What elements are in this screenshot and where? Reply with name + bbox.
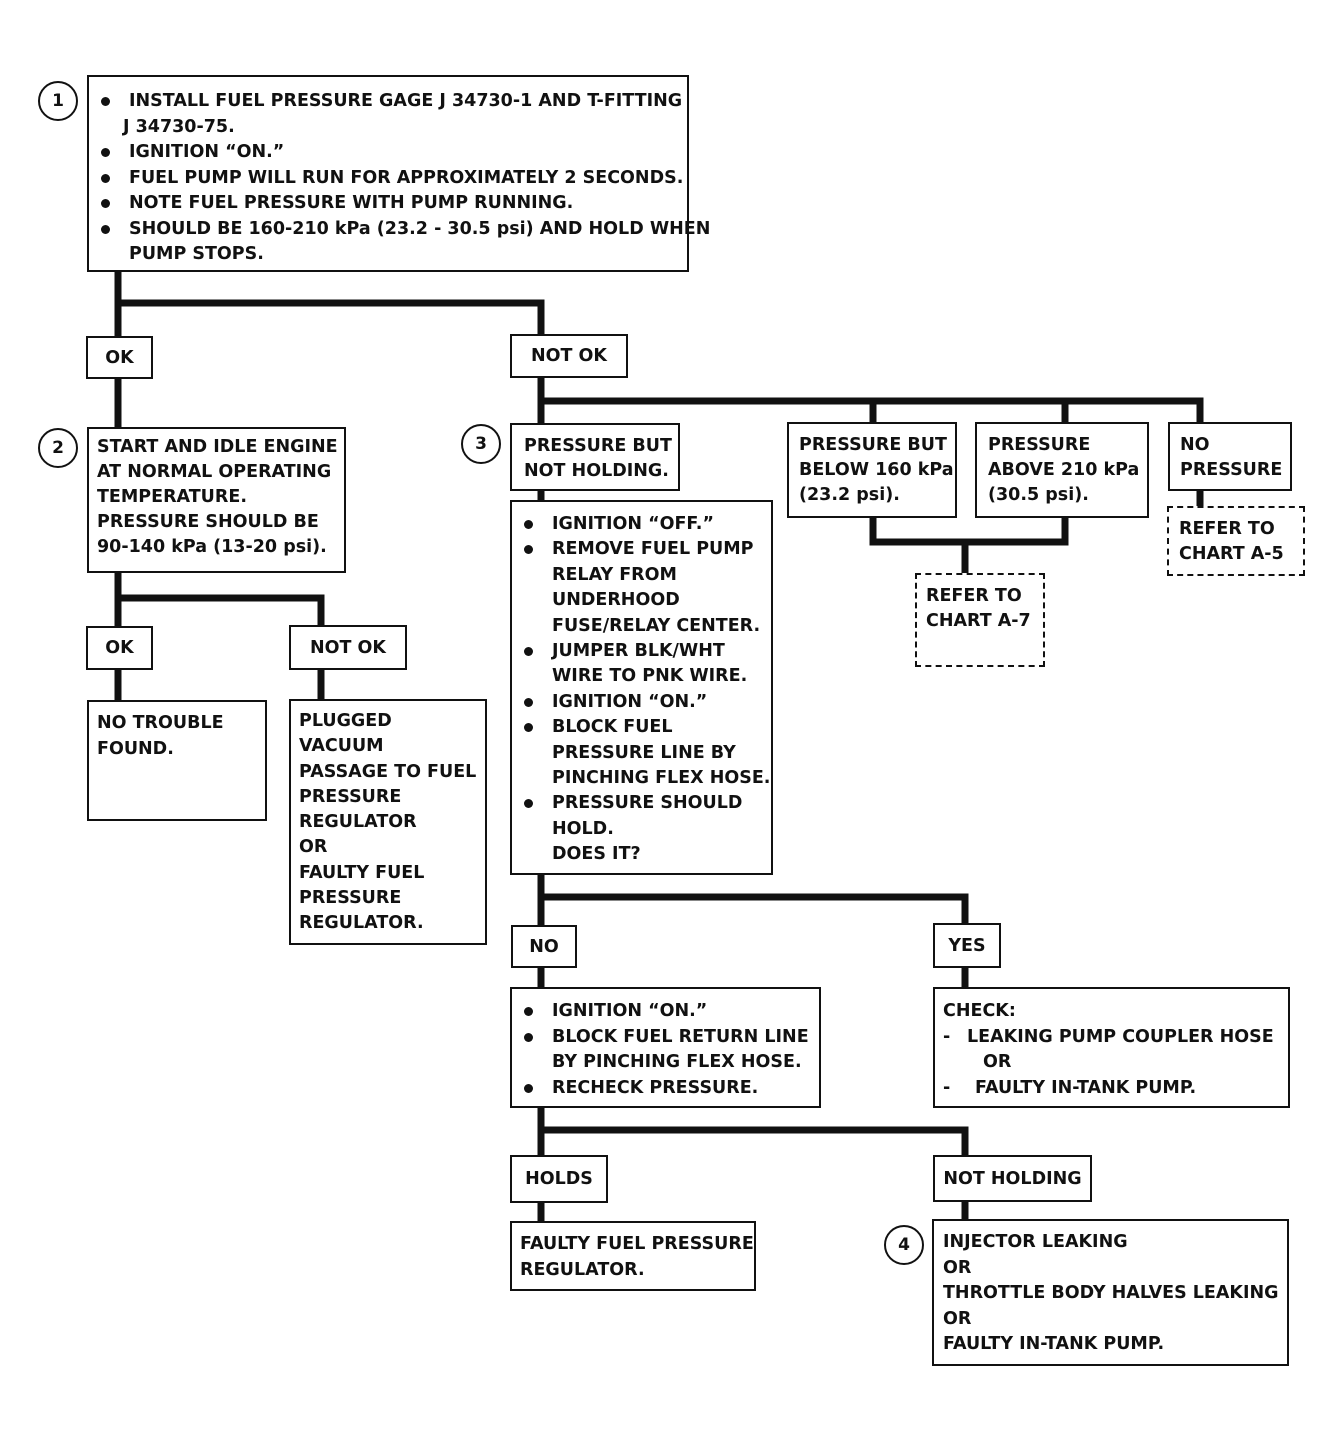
list-item: IGNITION “OFF.”: [520, 512, 763, 537]
list-item: NOTE FUEL PRESSURE WITH PUMP RUNNING.: [97, 191, 679, 217]
install-gage-list: INSTALL FUEL PRESSURE GAGE J 34730-1 AND…: [97, 89, 710, 268]
list-item: IGNITION “ON.”: [520, 690, 763, 715]
plugged-vacuum-box: PLUGGED VACUUM PASSAGE TO FUEL PRESSURE …: [289, 699, 487, 945]
dash-marker: -: [943, 1077, 951, 1098]
ok-label-1: OK: [86, 336, 153, 379]
dash-marker: -: [943, 1026, 951, 1047]
pressure-below-160-box: PRESSURE BUT BELOW 160 kPa (23.2 psi).: [787, 422, 957, 518]
connector-nobox-split: [537, 1103, 969, 1160]
connector-notok1-branch: [537, 374, 1204, 428]
list-item: IGNITION “ON.”: [520, 999, 811, 1025]
step-number-3: 3: [461, 424, 501, 464]
ok-label-2: OK: [86, 626, 153, 670]
pressure-not-holding-header: PRESSURE BUT NOT HOLDING.: [510, 423, 680, 491]
not-holding-label: NOT HOLDING: [933, 1155, 1092, 1202]
pressure-above-210-box: PRESSURE ABOVE 210 kPa (30.5 psi).: [975, 422, 1149, 518]
install-gage-box: INSTALL FUEL PRESSURE GAGE J 34730-1 AND…: [87, 75, 710, 272]
connector-below-above-a7: [869, 512, 1069, 578]
list-item: FUEL PUMP WILL RUN FOR APPROXIMATELY 2 S…: [97, 166, 683, 192]
not-ok-label-2: NOT OK: [289, 625, 407, 670]
step-number-1: 1: [38, 81, 78, 121]
holds-label: HOLDS: [510, 1155, 608, 1203]
injector-leaking-box: INJECTOR LEAKING OR THROTTLE BODY HALVES…: [932, 1219, 1289, 1366]
connector-box2-split: [114, 568, 325, 631]
not-ok-label-1: NOT OK: [510, 334, 628, 378]
connector-box3-split: [537, 870, 969, 929]
start-idle-box: START AND IDLE ENGINE AT NORMAL OPERATIN…: [87, 427, 346, 573]
yes-label: YES: [933, 923, 1001, 968]
refer-chart-a7-box: REFER TO CHART A-7: [915, 573, 1045, 667]
list-item: INSTALL FUEL PRESSURE GAGE J 34730-1 AND…: [97, 89, 682, 140]
step-number-4: 4: [884, 1225, 924, 1265]
list-item: RECHECK PRESSURE.: [520, 1076, 811, 1102]
list-item: IGNITION “ON.”: [97, 140, 679, 166]
connector-box1-split: [114, 268, 545, 341]
no-pressure-box: NO PRESSURE: [1168, 422, 1292, 491]
step-number-2: 2: [38, 428, 78, 468]
no-label: NO: [511, 925, 577, 968]
no-trouble-box: NO TROUBLE FOUND.: [87, 700, 267, 821]
check-box: CHECK: -LEAKING PUMP COUPLER HOSE OR -FA…: [933, 987, 1290, 1108]
faulty-regulator-box: FAULTY FUEL PRESSURE REGULATOR.: [510, 1221, 756, 1291]
refer-chart-a5-box: REFER TO CHART A-5: [1167, 506, 1305, 576]
list-item: SHOULD BE 160-210 kPa (23.2 - 30.5 psi) …: [97, 217, 710, 268]
